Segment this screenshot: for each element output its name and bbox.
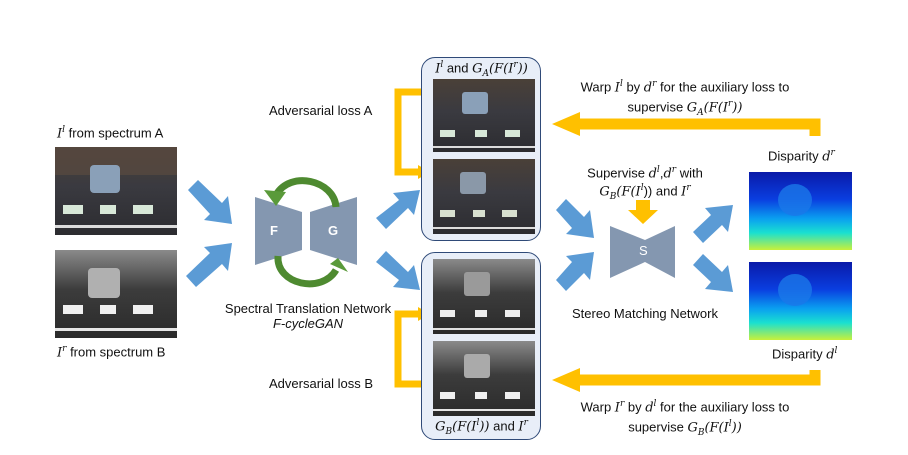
flow-arrow-input-a (188, 180, 232, 224)
disparity-r-label: Disparity dr (768, 148, 835, 165)
supervise-arrow (628, 200, 658, 224)
warp-arrow-bottom (552, 368, 821, 392)
warp-top-label: Warp Il by dr for the auxiliary loss to … (580, 79, 790, 119)
input-image-spectrum-b (55, 250, 177, 338)
warp-arrow-top (552, 112, 821, 136)
adversarial-loss-b-label: Adversarial loss B (269, 376, 374, 391)
panel-a (421, 57, 541, 241)
panel-b (421, 252, 541, 440)
block-g-label: G (328, 223, 339, 238)
flow-arrow-s-to-disp-l (693, 254, 733, 292)
flow-arrow-to-panel-b (376, 251, 420, 290)
flow-arrow-panel-b-to-s (556, 252, 594, 291)
flow-arrow-panel-a-to-s (556, 199, 594, 238)
adversarial-loss-a-label: Adversarial loss A (269, 103, 373, 118)
panel-a-header: Il and GA(F(Ir)) (435, 60, 528, 79)
supervise-label: Supervise dl,dr with GB(F(Il)) and Ir (587, 165, 703, 203)
network-block-s (610, 226, 675, 278)
network-block-f (255, 197, 302, 265)
input-label-b: Ir from spectrum B (57, 344, 166, 361)
cycle-arrow-top (264, 177, 340, 208)
panel-b-footer: GB(F(Il)) and Ir (435, 418, 528, 437)
network-block-g (310, 197, 357, 265)
flow-arrow-s-to-disp-r (693, 205, 733, 243)
input-image-spectrum-a (55, 147, 177, 235)
warp-bottom-label: Warp Ir by dl for the auxiliary loss to … (580, 399, 790, 439)
cycle-arrow-bottom (274, 255, 348, 288)
disparity-l-label: Disparity dl (772, 346, 838, 363)
block-s-label: S (639, 243, 648, 258)
stereo-network-title: Stereo Matching Network (572, 306, 718, 321)
flow-arrow-to-panel-a (376, 190, 420, 229)
translation-network-subtitle: F-cycleGAN (272, 316, 344, 331)
disparity-map-l (749, 262, 852, 340)
disparity-map-r (749, 172, 852, 250)
translation-network-title: Spectral Translation Network (224, 301, 392, 316)
input-label-a: Il from spectrum A (57, 125, 164, 142)
flow-arrow-input-b (186, 243, 232, 287)
block-f-label: F (270, 223, 278, 238)
